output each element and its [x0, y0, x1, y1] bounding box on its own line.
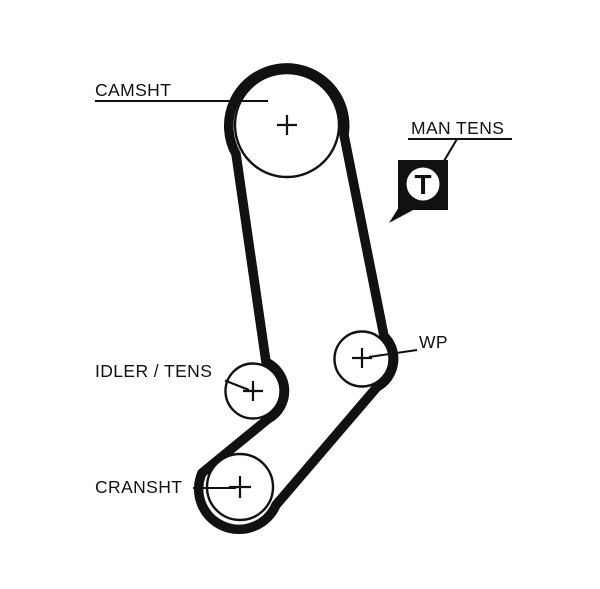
- water-pump-leader-line: [368, 348, 418, 359]
- water-pump-label: WP: [419, 332, 448, 352]
- tensioner-icon-tail: [389, 207, 415, 223]
- idler-center-mark: [243, 381, 263, 401]
- timing-belt-path: [193, 63, 399, 535]
- water-pump-pulley: [333, 330, 391, 388]
- camshaft-pulley: [233, 71, 341, 179]
- man-tens-label: MAN TENS: [411, 118, 504, 138]
- camshaft-center-mark: [277, 115, 297, 135]
- man-tens-leader-line: [408, 137, 512, 162]
- idler-tensioner-pulley: [224, 362, 282, 420]
- camshaft-label: CAMSHT: [95, 80, 171, 100]
- water-pump-center-mark: [352, 348, 372, 368]
- crankshaft-label: CRANSHT: [95, 477, 182, 497]
- idler-tensioner-label: IDLER / TENS: [95, 361, 212, 381]
- tensioner-icon-circle: [406, 167, 440, 201]
- tensioner-icon-letter: T: [414, 169, 431, 200]
- idler-leader-line: [224, 379, 250, 391]
- manual-tensioner-icon: T: [389, 160, 448, 223]
